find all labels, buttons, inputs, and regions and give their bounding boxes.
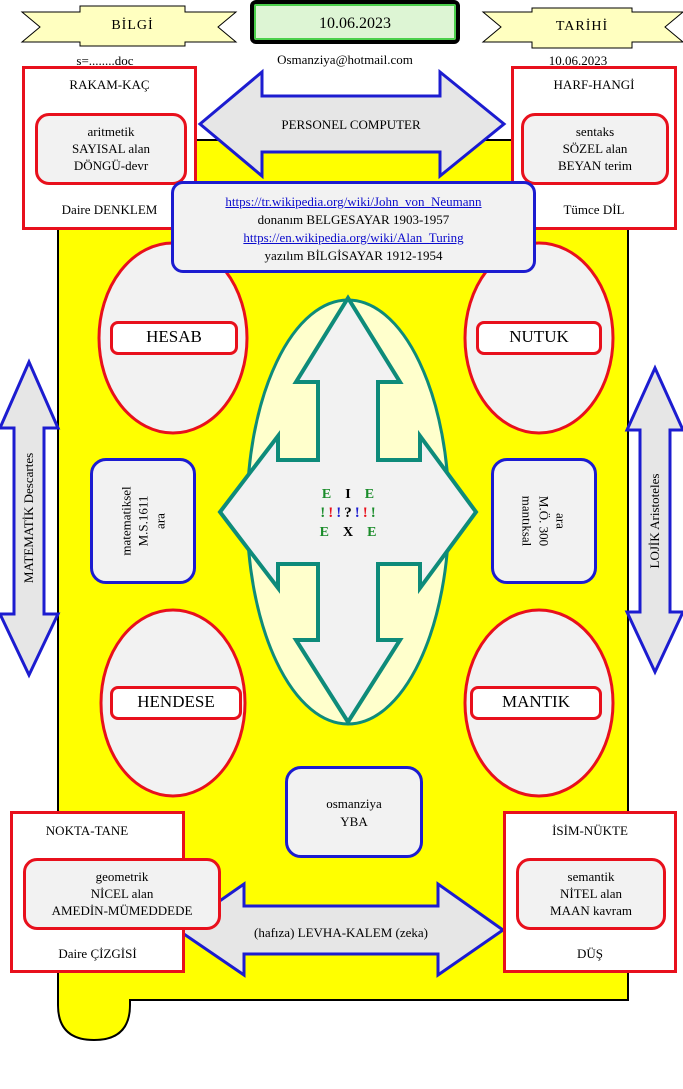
center-info-box: https://tr.wikipedia.org/wiki/John_von_N…: [171, 181, 536, 273]
date-box: 10.06.2023: [250, 0, 460, 44]
glyph: !: [370, 505, 376, 521]
top-arrow-label: PERSONEL COMPUTER: [281, 117, 421, 132]
glyph: E: [319, 525, 329, 540]
glyph: !: [320, 505, 326, 521]
neumann-link[interactable]: https://tr.wikipedia.org/wiki/John_von_N…: [225, 194, 482, 209]
right-ribbon-label: TARİHİ: [555, 19, 609, 34]
mantik-label: MANTIK: [470, 686, 602, 720]
left-arrow-label: MATEMATİK Descartes: [21, 452, 36, 584]
glyph: !: [362, 505, 368, 521]
hardware-line: donanım BELGESAYAR 1903-1957: [257, 212, 450, 227]
inner-line: SAYISAL alan: [71, 141, 151, 156]
left-ribbon: [20, 5, 238, 47]
corner-footer: Daire DENKLEM: [61, 202, 158, 217]
inner-line: SÖZEL alan: [562, 141, 628, 156]
side-line: mantıksal: [519, 495, 535, 547]
turing-link[interactable]: https://en.wikipedia.org/wiki/Alan_Turin…: [243, 230, 464, 245]
left-side-box: matematiksel M.S.1611 ara: [90, 458, 196, 584]
glyph: E: [364, 487, 375, 502]
software-line: yazılım BİLGİSAYAR 1912-1954: [264, 248, 443, 263]
top-double-arrow: [197, 68, 507, 180]
glyph: !: [336, 505, 342, 521]
corner-footer: Tümce DİL: [563, 202, 625, 217]
corner-inner-box: aritmetik SAYISAL alan DÖNGÜ-devr: [35, 113, 187, 185]
corner-bottom-left: NOKTA-TANE geometrik NİCEL alan AMEDİN-M…: [10, 811, 221, 973]
right-side-box: ara M.Ö. 300 mantıksal: [491, 458, 597, 584]
right-ribbon: [481, 7, 683, 49]
glyph: E: [367, 525, 377, 540]
box-line: YBA: [340, 814, 368, 829]
glyph: I: [345, 487, 351, 502]
left-double-arrow: [0, 358, 61, 679]
email-text: Osmanziya@hotmail.com: [277, 52, 413, 67]
file-label: s=........doc: [76, 53, 134, 68]
inner-line: geometrik: [95, 869, 149, 884]
right-date-text: 10.06.2023: [548, 53, 608, 68]
glyph: X: [342, 525, 354, 540]
inner-line: aritmetik: [87, 124, 135, 139]
inner-line: MAAN kavram: [550, 903, 632, 918]
side-line: M.S.1611: [135, 495, 151, 547]
side-line: M.Ö. 300: [536, 495, 552, 547]
inner-line: BEYAN terim: [557, 158, 633, 173]
inner-line: semantik: [567, 869, 615, 884]
corner-footer: Daire ÇİZGİSİ: [58, 946, 137, 961]
corner-title: HARF-HANGİ: [553, 77, 635, 92]
center-glyphs: E I E ! ! ! ? ! ! ! E X E: [300, 487, 396, 543]
right-arrow-label: LOJİK Aristoteles: [647, 473, 662, 569]
glyph: !: [354, 505, 360, 521]
side-line: matematiksel: [118, 486, 134, 556]
bottom-arrow-label: (hafıza) LEVHA-KALEM (zeka): [254, 925, 428, 940]
corner-footer: DÜŞ: [576, 946, 603, 961]
side-line: ara: [553, 513, 569, 529]
four-way-arrow: [217, 294, 479, 726]
glyph: ?: [344, 505, 352, 521]
inner-line: NİTEL alan: [560, 886, 622, 901]
right-double-arrow: [624, 364, 683, 676]
corner-inner-box: geometrik NİCEL alan AMEDİN-MÜMEDDEDE: [23, 858, 221, 930]
corner-top-left: RAKAM-KAÇ aritmetik SAYISAL alan DÖNGÜ-d…: [22, 66, 197, 230]
inner-line: AMEDİN-MÜMEDDEDE: [51, 903, 193, 918]
nutuk-label: NUTUK: [476, 321, 602, 355]
inner-line: sentaks: [575, 124, 615, 139]
glyph: E: [321, 487, 332, 502]
inner-line: NİCEL alan: [90, 886, 154, 901]
side-line: ara: [152, 513, 168, 529]
hesab-label: HESAB: [110, 321, 238, 355]
date-text: 10.06.2023: [319, 15, 391, 32]
left-ribbon-label: BİLGİ: [111, 18, 154, 33]
hendese-label: HENDESE: [110, 686, 242, 720]
corner-title: RAKAM-KAÇ: [69, 77, 150, 92]
bottom-center-box: osmanziya YBA: [285, 766, 423, 858]
glyph: !: [328, 505, 334, 521]
corner-inner-box: semantik NİTEL alan MAAN kavram: [516, 858, 666, 930]
corner-title: NOKTA-TANE: [45, 823, 129, 838]
inner-line: DÖNGÜ-devr: [73, 158, 149, 173]
corner-title: İSİM-NÜKTE: [552, 823, 628, 838]
corner-inner-box: sentaks SÖZEL alan BEYAN terim: [521, 113, 669, 185]
corner-top-right: HARF-HANGİ sentaks SÖZEL alan BEYAN teri…: [511, 66, 677, 230]
corner-bottom-right: İSİM-NÜKTE semantik NİTEL alan MAAN kavr…: [503, 811, 677, 973]
box-line: osmanziya: [326, 796, 382, 811]
